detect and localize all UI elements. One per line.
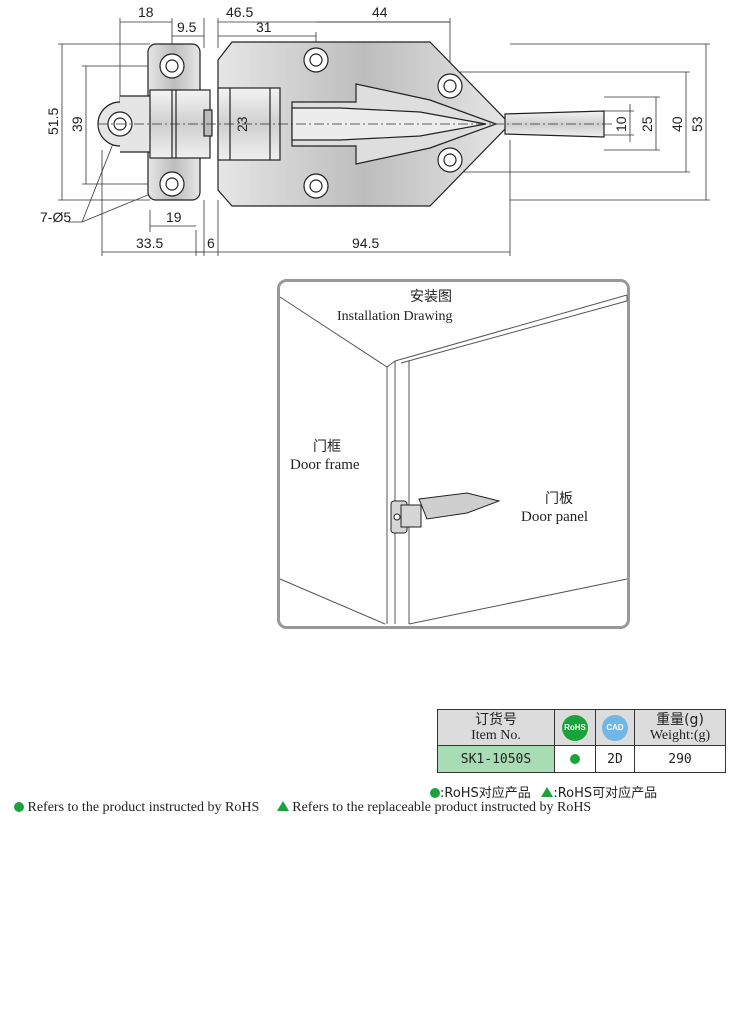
door-frame-en: Door frame [290,457,360,473]
dim-top-9-5: 9.5 [177,19,197,35]
technical-drawing: 18 9.5 46.5 31 44 51.5 39 10 25 40 53 23… [40,4,710,256]
table-row: SK1-1050S 2D 290 [437,745,726,773]
dim-left-51-5: 51.5 [45,108,61,135]
dim-top-31: 31 [256,19,272,35]
cad-cell: 2D [595,745,635,773]
dim-top-44: 44 [372,4,388,20]
dim-bottom-19: 19 [166,209,182,225]
door-frame-zh: 门框 [313,439,341,455]
door-panel-en: Door panel [521,509,588,525]
rohs-dot-icon [570,753,580,764]
replaceable-triangle-icon [541,787,554,797]
cad-icon: CAD [602,714,628,741]
door-panel-zh: 门板 [545,491,573,507]
item-no-cell: SK1-1050S [437,745,555,773]
header-weight: 重量(g) Weight:(g) [634,709,726,746]
dim-top-18: 18 [138,4,154,20]
dim-bottom-6: 6 [207,235,215,251]
header-item-no: 订货号 Item No. [437,709,555,746]
table-header-row: 订货号 Item No. RoHS CAD 重量(g) Weight:(g) [437,709,726,746]
dim-right-25: 25 [639,116,655,132]
legend-en: Refers to the product instructed by RoHS… [14,800,591,816]
dim-top-46-5: 46.5 [226,4,253,20]
header-rohs: RoHS [554,709,596,746]
install-title-zh: 安装图 [410,289,452,305]
legend-zh: :RoHS对应产品 :RoHS可对应产品 [430,782,657,802]
rohs-icon: RoHS [562,714,588,741]
dim-left-39: 39 [69,116,85,132]
dim-center-23: 23 [234,116,250,132]
dim-right-40: 40 [669,116,685,132]
dim-bottom-94-5: 94.5 [352,235,379,251]
rohs-cell [554,745,596,773]
weight-cell: 290 [634,745,726,773]
dim-right-10: 10 [613,116,629,132]
spec-table: 订货号 Item No. RoHS CAD 重量(g) Weight:(g) S… [437,709,726,773]
dim-right-53: 53 [689,116,705,132]
replaceable-triangle-icon [276,801,289,811]
hole-note: 7-Ø5 [40,209,71,225]
rohs-dot-icon [430,788,440,798]
rohs-dot-icon [14,802,24,812]
install-title-en: Installation Drawing [337,309,452,324]
dim-bottom-33-5: 33.5 [136,235,163,251]
header-cad: CAD [595,709,635,746]
installation-drawing: 安装图 Installation Drawing 门框 Door frame 门… [277,279,630,629]
